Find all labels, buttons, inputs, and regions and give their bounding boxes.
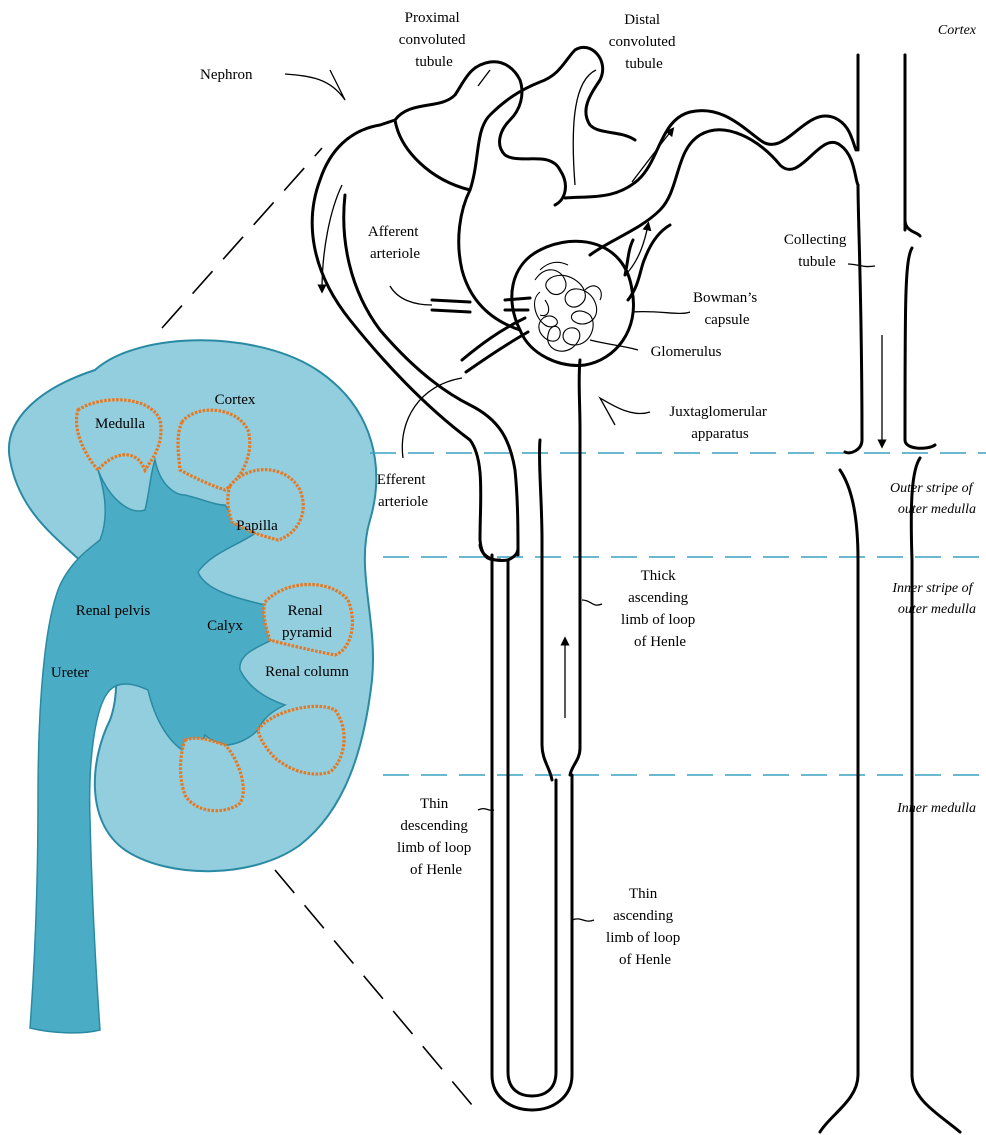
label-distal-tubule: Distal convoluted tubule <box>609 12 679 72</box>
label-proximal-tubule: Proximal convoluted tubule <box>399 10 469 70</box>
zoom-line-top <box>162 148 322 328</box>
thin-descending-limb-inner <box>508 560 556 1096</box>
proximal-tubule-coil-inner <box>470 47 635 190</box>
zone-label-outer-stripe: Outer stripe of outer medulla <box>890 481 976 517</box>
leader-juxta <box>600 398 650 425</box>
flow-arrow-distal <box>632 130 672 182</box>
thin-descending-limb-outer <box>492 555 572 1110</box>
label-ureter: Ureter <box>51 665 89 681</box>
leader-thin-ascending <box>572 919 594 921</box>
zone-label-inner-medulla: Inner medulla <box>896 801 976 816</box>
label-thin-descending-limb: Thin descending limb of loop of Henle <box>397 796 475 878</box>
flow-arrow-proximal <box>322 185 342 290</box>
collecting-duct-left <box>820 185 862 1132</box>
zone-label-inner-stripe: Inner stripe of outer medulla <box>891 581 976 617</box>
label-thin-ascending-limb: Thin ascending limb of loop of Henle <box>606 886 684 968</box>
label-kidney-cortex: Cortex <box>215 392 256 408</box>
thick-ascending-limb-outer <box>570 360 580 775</box>
leader-afferent <box>390 286 432 305</box>
zoom-line-bottom <box>275 870 472 1105</box>
label-calyx: Calyx <box>207 618 243 634</box>
label-efferent-arteriole: Efferent arteriole <box>377 472 430 510</box>
leader-bowmans <box>632 312 690 314</box>
glomerulus <box>535 262 602 351</box>
label-papilla: Papilla <box>236 518 278 534</box>
label-renal-column: Renal column <box>265 664 349 680</box>
afferent-arteriole <box>432 300 470 312</box>
zone-label-cortex: Cortex <box>938 23 977 38</box>
label-renal-pelvis: Renal pelvis <box>76 603 151 619</box>
label-afferent-arteriole: Afferent arteriole <box>368 224 422 262</box>
label-glomerulus: Glomerulus <box>651 344 722 360</box>
afferent-arteriole-link <box>505 298 530 310</box>
label-medulla: Medulla <box>95 416 145 432</box>
leader-thick-ascending <box>582 600 602 605</box>
thick-ascending-limb-inner <box>539 440 552 780</box>
label-bowmans-capsule: Bowman’s capsule <box>693 290 761 328</box>
leader-proximal <box>478 70 490 86</box>
label-collecting-tubule: Collecting tubule <box>784 232 850 270</box>
kidney-cross-section: Medulla Cortex Papilla Renal pelvis Caly… <box>9 340 376 1033</box>
label-thick-ascending-limb: Thick ascending limb of loop of Henle <box>621 568 699 650</box>
leader-collecting <box>848 264 875 267</box>
leader-glomerulus <box>590 340 638 350</box>
label-juxtaglomerular: Juxtaglomerular apparatus <box>669 404 770 442</box>
leader-nephron <box>285 70 345 100</box>
label-nephron: Nephron <box>200 67 253 83</box>
